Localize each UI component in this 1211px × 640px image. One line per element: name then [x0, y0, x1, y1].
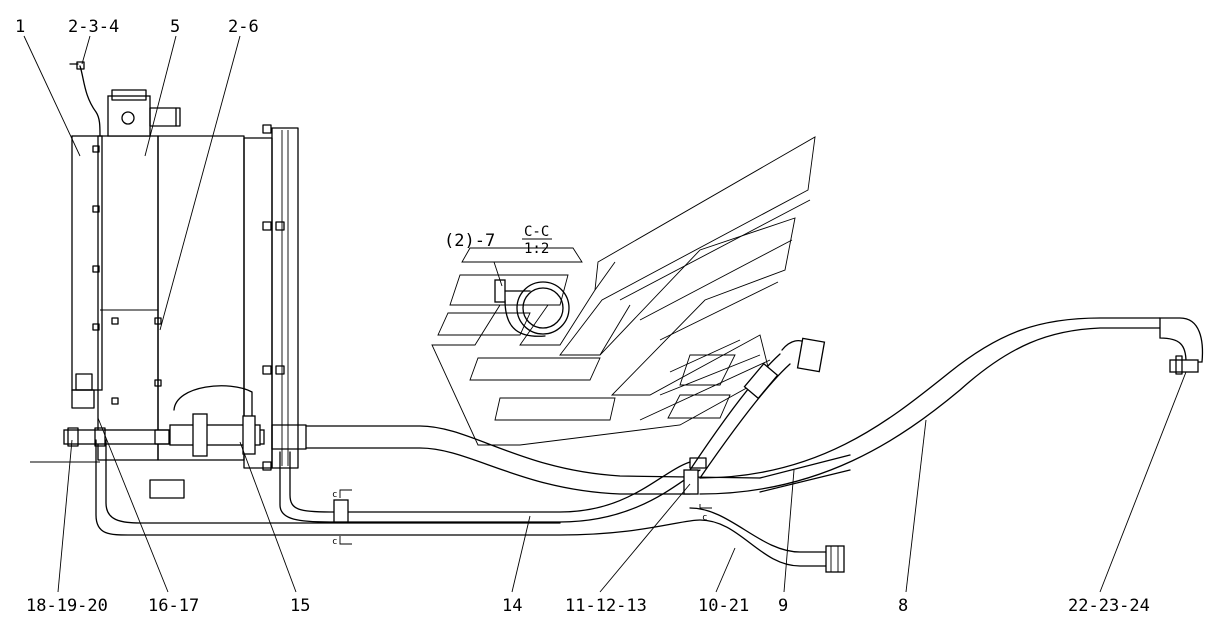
- callout-labels: 1 2-3-4 5 2-6 (2)-7 C-C 1:2 18-19-20 16-…: [15, 17, 1150, 616]
- sensor-wire: [69, 61, 101, 137]
- section-detail: [494, 279, 570, 337]
- callout-15: 15: [290, 596, 310, 616]
- callout-22-23-24: 22-23-24: [1068, 596, 1150, 616]
- section-marker-top: c: [332, 490, 337, 500]
- hose-clamps: [333, 457, 707, 523]
- callout-14: 14: [502, 596, 522, 616]
- hose-8: [699, 317, 1204, 495]
- hose-9: [689, 337, 851, 493]
- hose-14: [279, 425, 761, 523]
- section-marker-right: c: [702, 513, 707, 523]
- callout-8: 8: [898, 596, 908, 616]
- callout-18-19-20: 18-19-20: [26, 596, 108, 616]
- callout-9: 9: [778, 596, 788, 616]
- section-marker-bottom: c: [332, 537, 337, 547]
- callout-11-12-13: 11-12-13: [565, 596, 647, 616]
- section-markers: c c c: [332, 489, 712, 547]
- radiator-assembly: [63, 124, 299, 499]
- callout-2-6: 2-6: [228, 17, 259, 37]
- callout-1: 1: [15, 17, 25, 37]
- leader-lines: [23, 35, 1187, 593]
- callout-2-3-4: 2-3-4: [68, 17, 119, 37]
- filler-neck: [107, 89, 181, 137]
- callout-5: 5: [170, 17, 180, 37]
- outlet-fitting: [169, 385, 307, 457]
- section-title: C-C: [524, 224, 549, 240]
- callout-2-7: (2)-7: [444, 231, 495, 251]
- callout-16-17: 16-17: [148, 596, 199, 616]
- section-scale: 1:2: [524, 241, 549, 257]
- callout-10-21: 10-21: [698, 596, 749, 616]
